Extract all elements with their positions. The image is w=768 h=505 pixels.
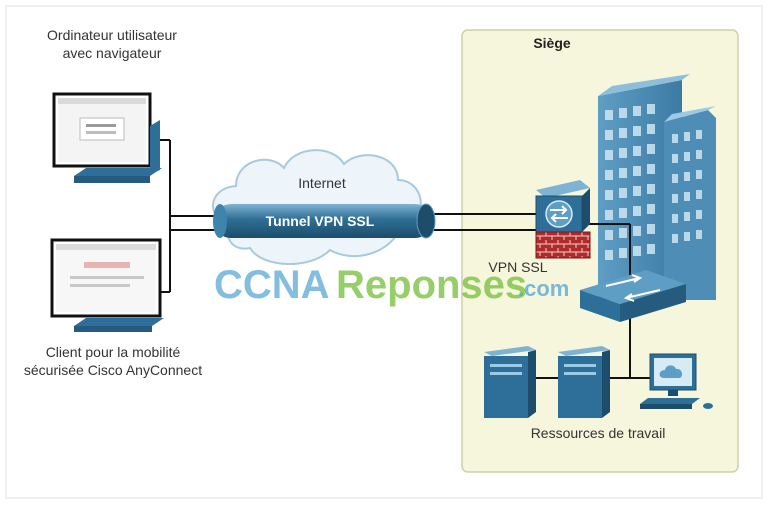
mobility-client-label-line2: sécurisée Cisco AnyConnect: [24, 362, 202, 378]
tunnel-tube: [213, 203, 436, 239]
workstation-icon: [640, 353, 713, 409]
server-icon: [484, 346, 536, 418]
vpn-ssl-label: VPN SSL: [488, 259, 547, 275]
user-computer-label-line2: avec navigateur: [63, 45, 162, 61]
switch-icon: [580, 270, 686, 322]
work-resources-label: Ressources de travail: [531, 425, 666, 441]
watermark-logo: CCNA Reponses .com: [214, 263, 569, 307]
user-computer-label-line1: Ordinateur utilisateur: [47, 27, 177, 43]
svg-text:CCNA: CCNA: [214, 263, 330, 307]
internet-label: Internet: [298, 175, 346, 191]
headquarters-label: Siège: [533, 35, 571, 51]
tablet-icon: [50, 238, 164, 332]
svg-text:.com: .com: [518, 276, 569, 301]
svg-text:Reponses: Reponses: [336, 263, 527, 307]
server-icon-2: [558, 346, 610, 418]
building-icon: [598, 74, 716, 300]
tunnel-label: Tunnel VPN SSL: [266, 213, 375, 229]
firewall-icon: [535, 180, 591, 259]
mobility-client-label-line1: Client pour la mobilité: [46, 344, 181, 360]
laptop-icon: [52, 92, 162, 183]
